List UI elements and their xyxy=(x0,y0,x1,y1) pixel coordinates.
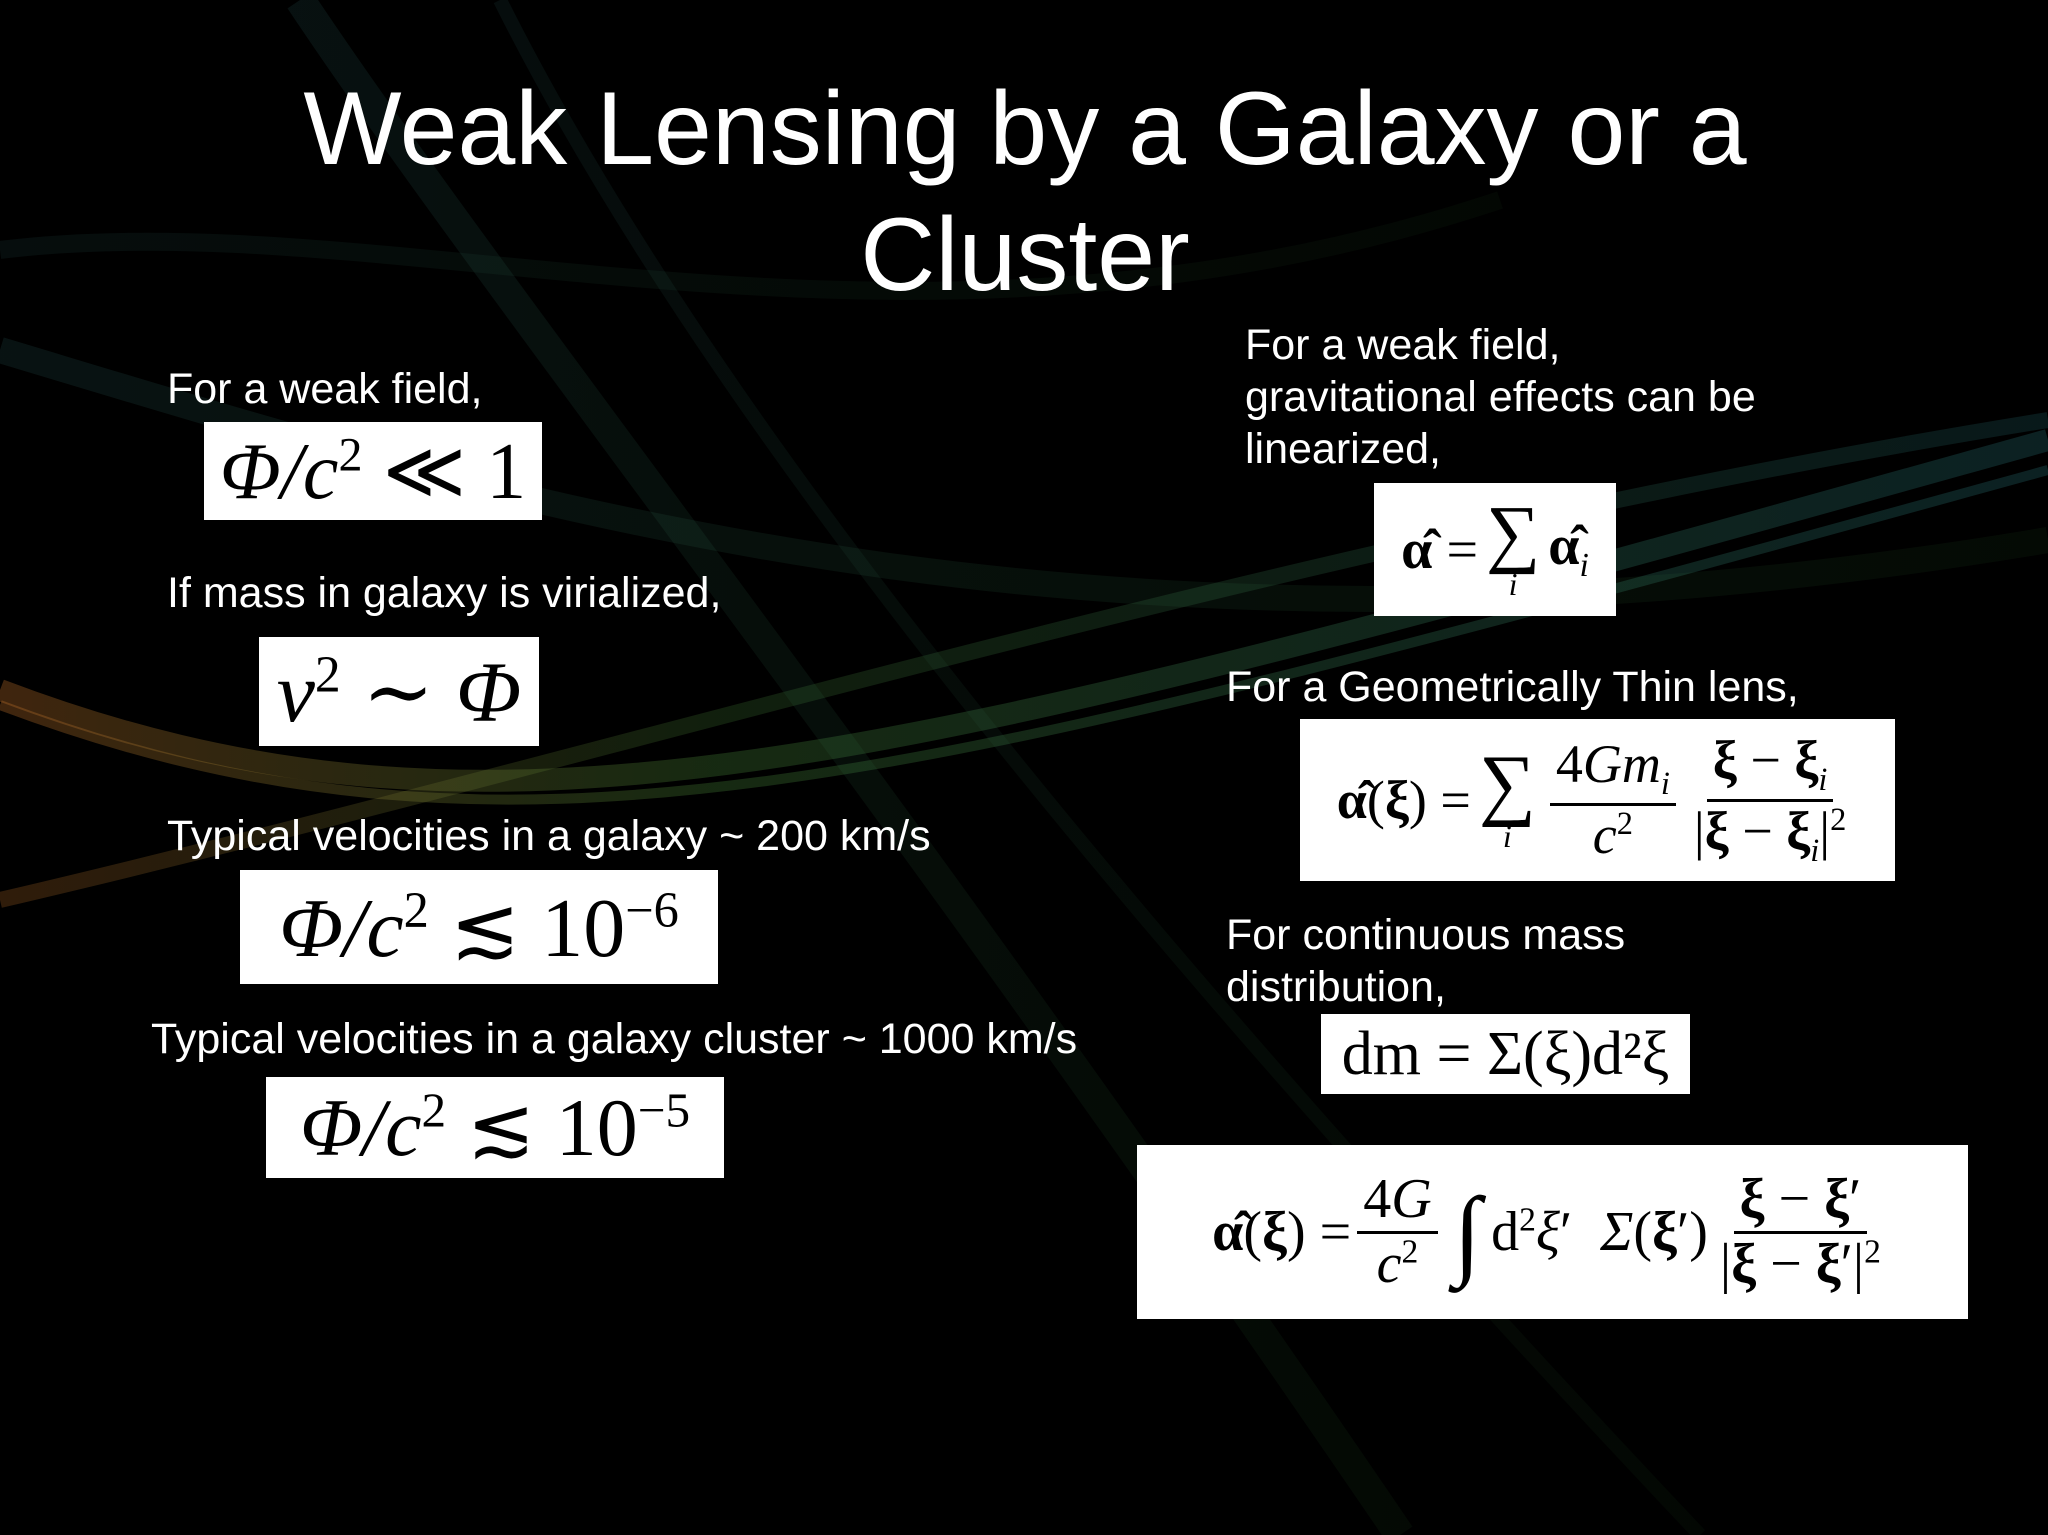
caption-continuous-line1: For continuous mass xyxy=(1226,911,1626,959)
equation-virial: v2 ∼ Φ xyxy=(259,637,539,746)
eq1-rhs: ≪ 1 xyxy=(382,428,527,516)
eq3-exponent: −6 xyxy=(625,881,679,938)
caption-weak-field: For a weak field, xyxy=(167,365,483,413)
eq7-text: dm = Σ(ξ)d²ξ xyxy=(1341,1019,1670,1088)
eq2-lhs: v xyxy=(276,643,315,740)
eq5-sum-index: i xyxy=(1508,565,1518,602)
caption-continuous-line2: distribution, xyxy=(1226,963,1446,1011)
caption-linearized-line2: gravitational effects can be xyxy=(1245,373,1756,421)
equation-galaxy-potential: Φ/c2 ≲ 10−6 xyxy=(240,870,718,984)
caption-linearized-line3: linearized, xyxy=(1245,425,1441,473)
caption-linearized-line1: For a weak field, xyxy=(1245,321,1561,369)
caption-galaxy-velocity: Typical velocities in a galaxy ~ 200 km/… xyxy=(167,812,931,860)
slide-title: Weak Lensing by a Galaxy or a Cluster xyxy=(303,71,1747,313)
equation-cluster-potential: Φ/c2 ≲ 10−5 xyxy=(266,1077,724,1178)
eq2-rhs: ∼ Φ xyxy=(362,643,522,740)
caption-thin-lens: For a Geometrically Thin lens, xyxy=(1226,663,1799,711)
eq4-exponent: −5 xyxy=(637,1082,691,1138)
equation-sum-deflections: α̂ = ∑i α̂i xyxy=(1374,483,1616,616)
caption-cluster-velocity: Typical velocities in a galaxy cluster ~… xyxy=(151,1015,1078,1063)
eq4-rhs: ≲ 10 xyxy=(466,1082,638,1173)
eq3-rhs: ≲ 10 xyxy=(449,881,626,975)
caption-virialized: If mass in galaxy is virialized, xyxy=(167,569,722,617)
equation-weak-field: Φ/c2 ≪ 1 xyxy=(204,422,542,520)
equation-mass-element: dm = Σ(ξ)d²ξ xyxy=(1321,1014,1690,1094)
eq1-lhs: Φ/c xyxy=(219,428,339,516)
